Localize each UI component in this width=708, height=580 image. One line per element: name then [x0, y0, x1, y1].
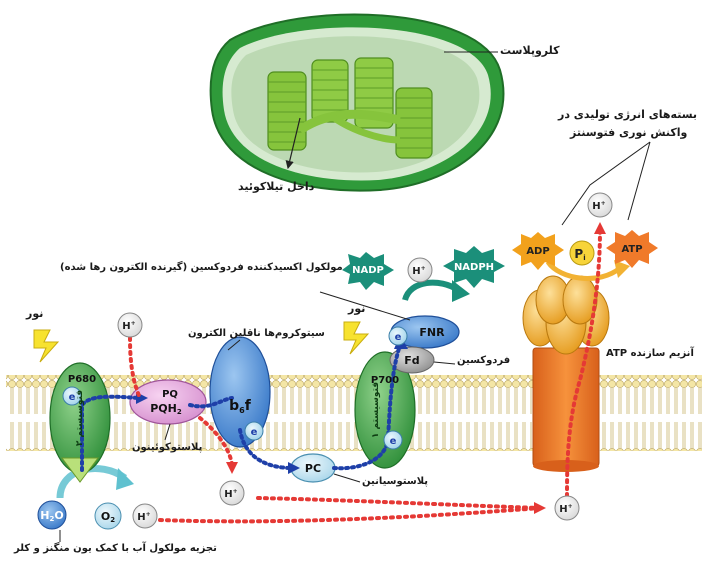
h2o-text: H2O: [40, 509, 63, 523]
nadp-star: [342, 252, 394, 290]
water-splitting-label: تجزیه مولکول آب با کمک یون منگنز و کلر: [14, 543, 217, 554]
energy-packets-label-2: واکنش نوری فتوسنتز: [570, 126, 688, 139]
adp-star: [512, 232, 564, 270]
atp-synthase: [522, 275, 610, 472]
proton-path: [128, 228, 602, 524]
h-plus-text: H+: [412, 265, 425, 277]
cytochrome-b6f: [209, 336, 271, 448]
atp-star: [606, 230, 658, 268]
pc-text: PC: [305, 462, 321, 475]
p680-text: P680: [68, 374, 96, 385]
h-plus-text: H+: [559, 503, 572, 515]
grana: [267, 57, 433, 159]
light-bolt-icon: [343, 321, 370, 355]
b6f-text: b6f: [229, 398, 252, 415]
thylakoid-interior-label: داخل تیلاکوئید: [238, 180, 315, 193]
adp-text: ADP: [526, 246, 549, 257]
pqh2-text: PQH2: [150, 402, 182, 416]
atp-text: ATP: [621, 244, 642, 255]
ferredoxin-label: فردوکسین: [457, 355, 511, 366]
fnr-text: FNR: [419, 326, 445, 339]
h-plus-text: H+: [592, 200, 605, 212]
oxygen-molecule: [94, 502, 122, 530]
energy-packets-label-1: بسته‌های انرژی تولیدی در: [558, 108, 698, 121]
light-label-left: نور: [26, 307, 44, 320]
proton-molecule: [117, 192, 613, 529]
chloroplast-label: کلروپلاست: [500, 44, 560, 57]
electron-text: e: [395, 332, 402, 343]
electron-text: e: [390, 436, 397, 447]
nadp-nadph-arrow: [402, 279, 460, 302]
atp-synthase-label: آنزیم سازنده ATP: [606, 348, 694, 359]
electron-text: e: [251, 427, 258, 438]
leader-lines: [59, 141, 651, 542]
plastocyanin-label: پلاستوسیانین: [362, 476, 429, 487]
h-plus-text: H+: [122, 320, 135, 332]
chloroplast: [209, 13, 505, 192]
plastoquinone: [129, 379, 207, 425]
cytochromes-label: سیتوکروم‌ها ناقلین الکترون: [188, 328, 325, 339]
plastoquinone-label: پلاستوکوئینون: [132, 442, 203, 453]
ferredoxin-complex: [389, 315, 460, 374]
nadp-text: NADP: [352, 265, 384, 276]
nadph-text: NADPH: [454, 262, 494, 273]
light-bolt-icon: [33, 329, 60, 363]
water-molecule: [37, 500, 67, 530]
electron-text: e: [69, 392, 76, 403]
h-plus-text: H+: [224, 488, 237, 500]
water-split-arrow: [56, 464, 128, 499]
fd-text: Fd: [404, 354, 419, 367]
pq-text: PQ: [162, 389, 178, 400]
p700-text: P700: [371, 375, 399, 386]
nadph-star: [443, 246, 505, 288]
ferredoxin-oxidizer-label: مولکول اکسیدکننده فردوکسین (گیرنده الکتر…: [60, 262, 343, 273]
phosphate-molecule: [569, 240, 595, 266]
light-label-right: نور: [348, 302, 366, 315]
pi-text: Pi: [574, 247, 585, 262]
o2-text: O2: [101, 510, 115, 524]
photosystem-2-text: فتوسیستم ۲: [75, 390, 85, 446]
photosystem-1-text: فتوسیستم ۱: [371, 382, 381, 438]
electron-badge: [62, 326, 408, 450]
adp-atp-arrow: [545, 260, 622, 281]
h-plus-text: H+: [137, 511, 150, 523]
